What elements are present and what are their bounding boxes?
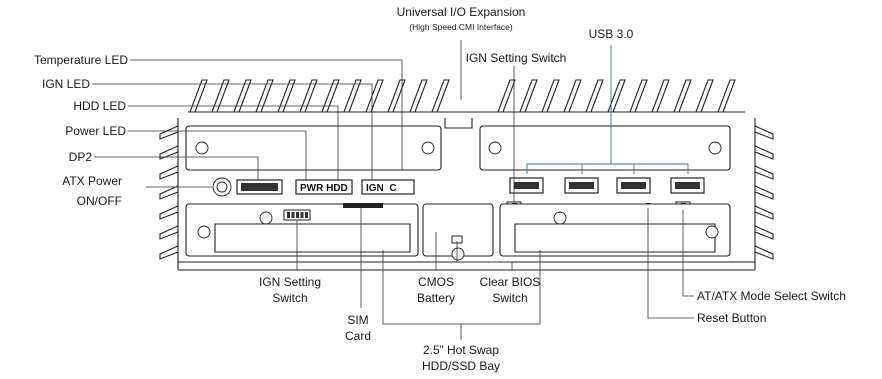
top-fin — [541, 79, 560, 113]
usb-port-tongue — [621, 182, 646, 189]
top-fin — [585, 79, 604, 113]
top-fin — [233, 79, 252, 113]
callout-lines — [92, 40, 694, 340]
cmos-screw — [451, 247, 465, 261]
label-reset-button: Reset Button — [697, 311, 766, 325]
label-ign-setting-bottom-2: Switch — [272, 291, 307, 305]
top-fin — [387, 79, 406, 113]
top-fin — [607, 79, 626, 113]
top-fin — [629, 79, 648, 113]
label-ign-setting-bottom-1: IGN Setting — [259, 275, 321, 289]
top-fin — [365, 79, 384, 113]
top-fin — [343, 79, 362, 113]
side-fin-right — [754, 225, 774, 240]
dip-pin — [287, 212, 290, 218]
top-fin — [189, 79, 208, 113]
label-hdd-led: HDD LED — [73, 99, 126, 113]
side-fin-left — [159, 165, 179, 180]
side-fin-right — [754, 185, 774, 200]
top-fin — [299, 79, 318, 113]
label-clear-bios-2: Switch — [492, 291, 527, 305]
label-sim-2: Card — [345, 329, 371, 343]
side-fin-right — [754, 205, 774, 220]
dip-pin — [300, 212, 304, 218]
heatsink-fins — [159, 79, 774, 260]
pwr-hdd-led-box — [295, 179, 353, 195]
top-fin — [695, 79, 714, 113]
sim-card-slot[interactable] — [343, 203, 383, 208]
label-usb30: USB 3.0 — [589, 27, 634, 41]
top-fin — [409, 79, 428, 113]
label-clear-bios-1: Clear BIOS — [480, 275, 541, 289]
dip-pin — [291, 212, 295, 218]
top-fin — [563, 79, 582, 113]
upper-right-panel — [479, 125, 731, 171]
top-fin — [211, 79, 230, 113]
hdd-bays — [185, 203, 731, 261]
upper-left-panel — [185, 118, 473, 171]
usb-ports — [509, 177, 705, 194]
top-fin — [673, 79, 692, 113]
usb-port-tongue — [675, 182, 700, 189]
label-temperature-led: Temperature LED — [34, 53, 128, 67]
label-ign-led: IGN LED — [42, 77, 90, 91]
hdd-bay-right[interactable] — [499, 203, 731, 257]
top-fin — [497, 79, 516, 113]
top-fin — [519, 79, 538, 113]
side-fin-right — [754, 125, 774, 140]
label-cmos-1: CMOS — [418, 275, 454, 289]
side-fin-right — [754, 165, 774, 180]
top-fin — [431, 79, 450, 113]
side-fin-right — [754, 145, 774, 160]
labels: Universal I/O Expansion (High Speed CMI … — [34, 5, 846, 373]
side-fin-left — [159, 205, 179, 220]
label-sim-1: SIM — [347, 313, 368, 327]
dip-pin — [296, 212, 299, 218]
label-on-off: ON/OFF — [77, 194, 122, 208]
pwr-hdd-text: PWR HDD — [300, 183, 348, 194]
hdd-bay-left[interactable] — [185, 203, 419, 257]
top-fin — [717, 79, 736, 113]
label-universal-io-sub: (High Speed CMI Interface) — [409, 22, 513, 32]
label-universal-io: Universal I/O Expansion — [397, 5, 526, 19]
label-hotswap-2: HDD/SSD Bay — [422, 359, 500, 373]
label-power-led: Power LED — [65, 124, 126, 138]
ign-c-led-box — [361, 179, 415, 195]
label-dp2: DP2 — [69, 150, 93, 164]
usb-port-tongue — [569, 182, 594, 189]
label-cmos-2: Battery — [417, 291, 455, 305]
top-fin — [277, 79, 296, 113]
dip-switch-pins — [287, 212, 308, 218]
label-atx-power: ATX Power — [62, 174, 122, 188]
side-fin-left — [159, 225, 179, 240]
label-at-atx-mode: AT/ATX Mode Select Switch — [697, 289, 846, 303]
top-fin — [321, 79, 340, 113]
label-hotswap-1: 2.5” Hot Swap — [423, 343, 499, 357]
side-fin-right — [754, 245, 774, 260]
top-fin — [255, 79, 274, 113]
ign-c-text: IGN C — [366, 183, 397, 194]
dip-pin — [305, 212, 308, 218]
side-fin-left — [159, 125, 179, 140]
label-ign-setting-switch-top: IGN Setting Switch — [466, 51, 567, 65]
side-fin-left — [159, 245, 179, 260]
side-fin-left — [159, 185, 179, 200]
side-fin-left — [159, 145, 179, 160]
usb-port-tongue — [514, 182, 539, 189]
top-fin — [651, 79, 670, 113]
